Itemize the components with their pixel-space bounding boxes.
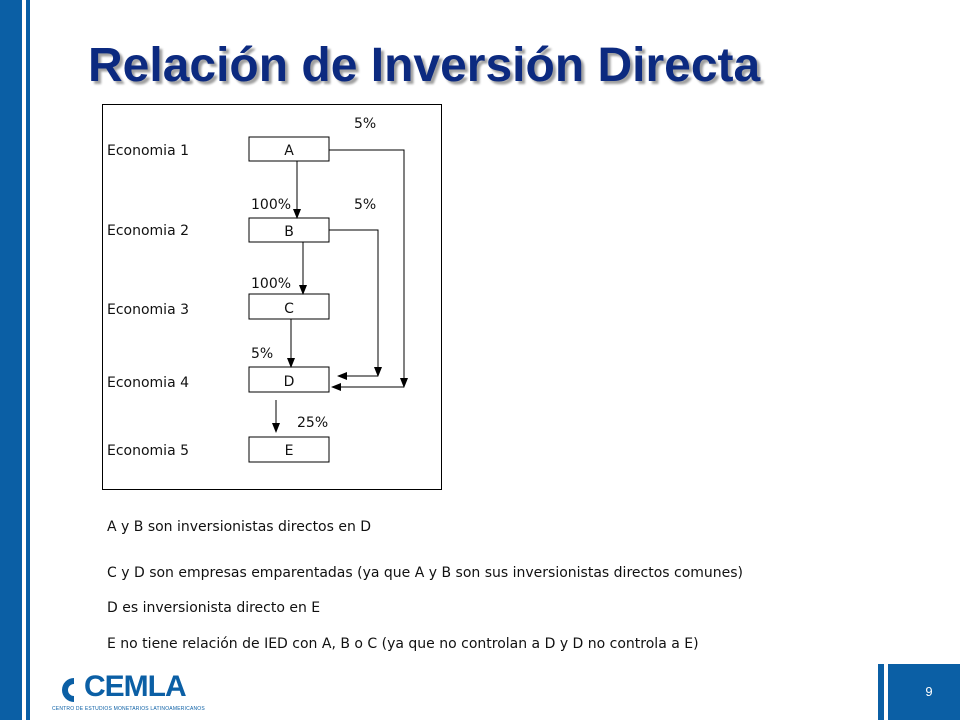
entity-label-b: B bbox=[284, 224, 294, 240]
entity-box-d: D bbox=[248, 366, 330, 393]
entity-label-d: D bbox=[284, 374, 295, 390]
page-number: 9 bbox=[925, 684, 933, 699]
diagram-frame bbox=[102, 104, 442, 490]
entity-box-e: E bbox=[248, 436, 330, 463]
left-accent-stripe bbox=[26, 0, 30, 720]
entity-box-a: A bbox=[248, 136, 330, 162]
pct-label-a-b: 100% bbox=[251, 197, 291, 213]
arrow-a-to-d bbox=[329, 149, 408, 388]
entity-box-c: C bbox=[248, 293, 330, 320]
entity-label-e: E bbox=[285, 443, 294, 459]
cemla-logo-icon bbox=[55, 678, 74, 702]
economy-label-5: Economia 5 bbox=[107, 443, 189, 459]
entity-label-a: A bbox=[284, 143, 294, 159]
entity-box-b: B bbox=[248, 217, 330, 243]
economy-label-3: Economia 3 bbox=[107, 302, 189, 318]
economy-label-2: Economia 2 bbox=[107, 223, 189, 239]
statement-1: A y B son inversionistas directos en D bbox=[107, 519, 372, 535]
slide-title: Relación de Inversión Directa bbox=[88, 39, 761, 92]
pct-label-b-c: 100% bbox=[251, 276, 291, 292]
cemla-logo-tagline: CENTRO DE ESTUDIOS MONETARIOS LATINOAMER… bbox=[52, 706, 205, 712]
left-accent-bar bbox=[0, 0, 22, 720]
statement-3: D es inversionista directo en E bbox=[107, 600, 321, 616]
statement-4: E no tiene relación de IED con A, B o C … bbox=[107, 636, 699, 652]
economy-label-4: Economia 4 bbox=[107, 375, 189, 391]
footer-accent-bar bbox=[878, 664, 884, 720]
pct-label-a-d: 5% bbox=[354, 116, 376, 132]
pct-label-b-d: 5% bbox=[354, 197, 376, 213]
cemla-logo-wordmark: CEMLA bbox=[84, 670, 187, 703]
statement-2: C y D son empresas emparentadas (ya que … bbox=[107, 565, 744, 581]
pct-label-d-e: 25% bbox=[297, 415, 328, 431]
arrow-b-to-d bbox=[329, 229, 382, 377]
footer-page-box bbox=[888, 664, 960, 720]
economy-label-1: Economia 1 bbox=[107, 143, 189, 159]
pct-label-c-d: 5% bbox=[251, 346, 273, 362]
entity-label-c: C bbox=[284, 301, 294, 317]
